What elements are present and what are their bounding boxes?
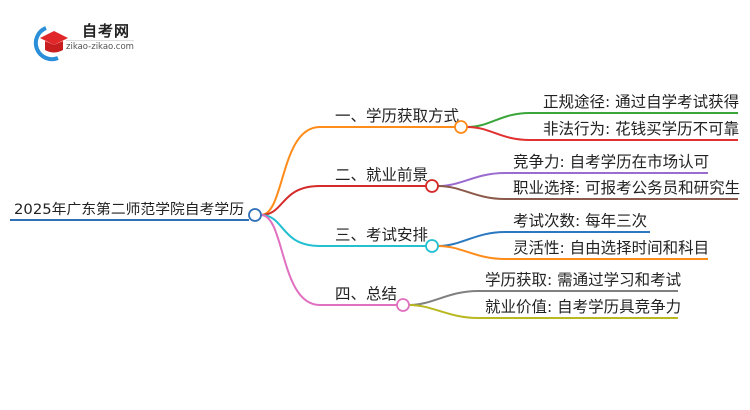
branch-label: 四、总结 [335,285,397,303]
branch-connector [260,214,426,247]
leaf-label: 学历获取: 需通过学习和考试 [485,271,681,289]
leaf-label: 非法行为: 花钱买学历不可靠 [543,120,739,138]
graduation-cap-icon [33,26,68,62]
leaf-connector [437,172,708,187]
leaf-connector [437,185,738,200]
leaf-connector [437,245,708,260]
leaf-connector [466,126,738,141]
logo-title: 自考网 [82,22,131,40]
leaf-label: 灵活性: 自由选择时间和科目 [513,239,709,257]
branch-label: 一、学历获取方式 [335,107,459,125]
leaf-label: 考试次数: 每年三次 [513,212,647,230]
leaf-connector [408,304,678,319]
branch-label: 二、就业前景 [335,166,428,184]
logo-url: zikao-zikao.com [66,40,134,52]
branch-node-circle [396,298,410,312]
root-node-circle [248,208,262,222]
branch-node-circle [425,179,439,193]
leaf-label: 竞争力: 自考学历在市场认可 [513,153,709,171]
leaf-label: 正规途径: 通过自学考试获得 [543,93,739,111]
root-label: 2025年广东第二师范学院自考学历 [14,201,244,218]
leaf-connector [466,112,738,128]
leaf-connector [408,290,678,306]
leaf-connector [437,231,650,247]
leaf-label: 就业价值: 自考学历具竞争力 [485,298,681,316]
branch-connector [260,214,397,306]
branch-connector [260,126,455,216]
leaf-label: 职业选择: 可报考公务员和研究生 [513,179,740,197]
branch-label: 三、考试安排 [335,226,428,244]
branch-node-circle [454,120,468,134]
branch-connector [260,185,426,216]
branch-node-circle [425,239,439,253]
